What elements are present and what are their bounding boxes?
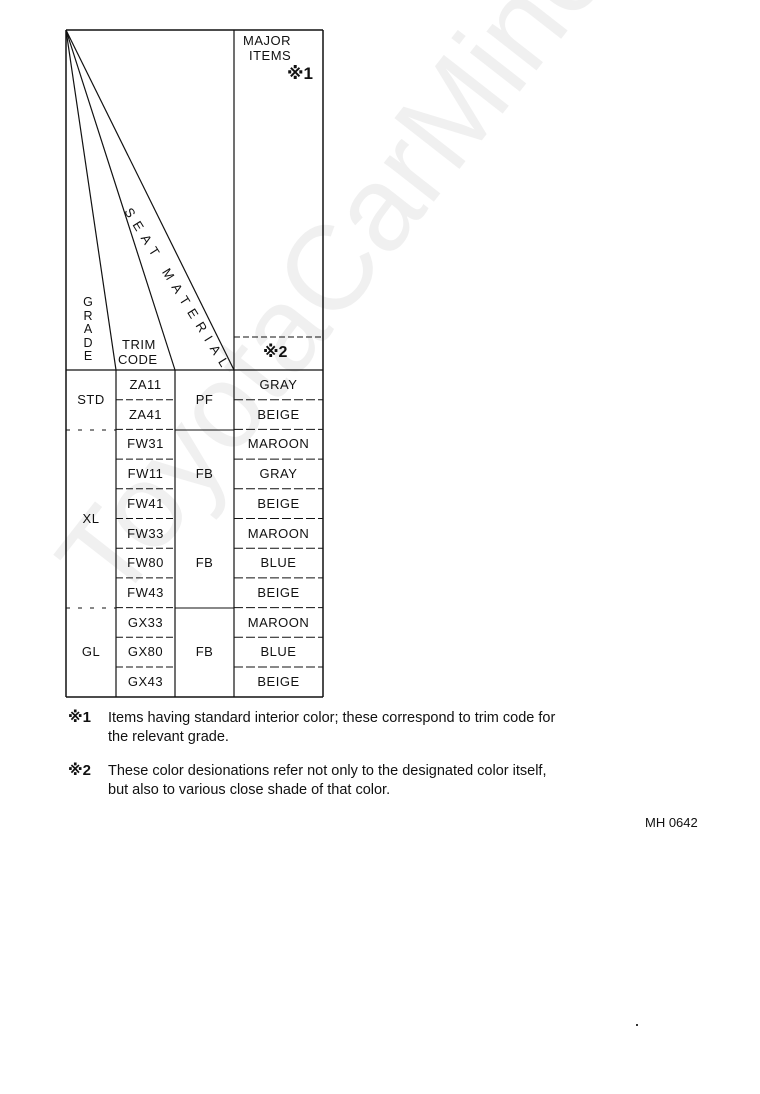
trim-code-cell: GX43 (127, 674, 164, 689)
note1-text: Items having standard interior color; th… (108, 710, 556, 745)
grade-header: G R A D E (83, 295, 93, 363)
color-cell: BEIGE (257, 495, 300, 511)
trim-code-cell: FW41 (127, 495, 164, 511)
color-cell: MAROON (247, 436, 310, 452)
color-cell: BLUE (260, 644, 297, 660)
trim-code-cell: FW33 (127, 525, 164, 541)
major-items-line1: MAJOR (243, 33, 291, 48)
seat-material-cell: FB (195, 644, 214, 660)
color-cell: MAROON (247, 614, 310, 630)
color-cell: BLUE (260, 555, 297, 571)
seat-material-cell: PF (195, 391, 214, 407)
color-cell: BEIGE (257, 584, 300, 600)
color-cell: BEIGE (257, 674, 300, 689)
table-lines (65, 29, 324, 698)
trim-code-cell: FW43 (127, 584, 164, 600)
grade-cell: GL (81, 644, 101, 660)
note2-mark: ※2 (68, 762, 91, 779)
color-cell: GRAY (259, 377, 298, 392)
major-items-line2: ITEMS (249, 48, 292, 63)
grade-cell: STD (77, 391, 105, 407)
seat-material-cell: FB (195, 465, 214, 481)
trim-code-cell: GX80 (127, 644, 164, 660)
trim-code-cell: FW11 (127, 466, 164, 482)
trim-code-cell: ZA11 (129, 377, 162, 392)
mark1-header: ※1 (287, 64, 313, 83)
seat-material-cell: FB (195, 555, 214, 571)
mark2-header: ※2 (263, 344, 288, 361)
speck (636, 1024, 638, 1026)
grade-cell: XL (82, 510, 100, 526)
color-cell: GRAY (259, 466, 298, 482)
trim-code-cell: ZA41 (128, 406, 163, 422)
color-cell: MAROON (247, 525, 310, 541)
major-items-header: MAJOR ITEMS (243, 33, 291, 63)
trim-code-cell: FW31 (127, 436, 164, 452)
trim-code-cell: FW80 (127, 555, 164, 571)
color-cell: BEIGE (257, 406, 300, 422)
note1-mark: ※1 (68, 709, 91, 726)
figure-id: MH 0642 (645, 815, 698, 830)
trim-code-cell: GX33 (127, 614, 164, 630)
trim-code-header: TRIM CODE (118, 337, 158, 367)
note2-text: These color desionations refer not only … (108, 763, 547, 798)
